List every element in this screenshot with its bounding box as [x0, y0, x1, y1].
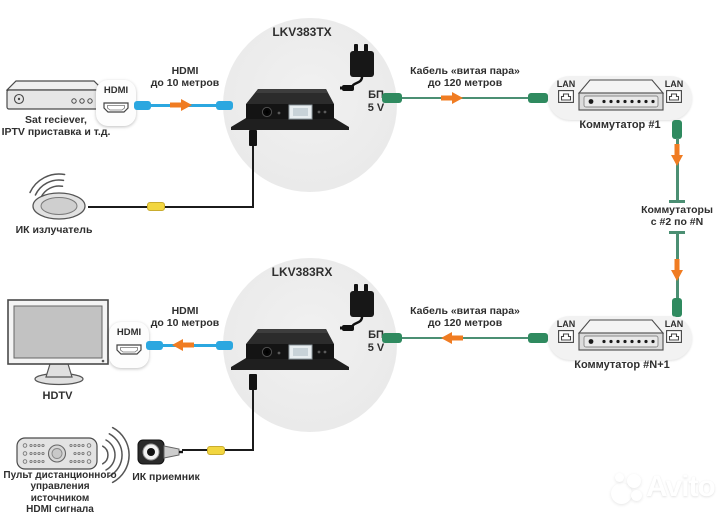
source-label: Sat reciever, IPTV приставка и т.д.: [0, 114, 112, 139]
hdmi-cable-bottom-line1: HDMI: [171, 305, 199, 317]
utp-cable-top-line1: Кабель «витая пара»: [410, 65, 520, 77]
hdmi-cable-bottom-line2: до 10 метров: [150, 316, 220, 329]
flow-arrow-right-icon: [170, 99, 192, 111]
switch-first-caption: Коммутатор #1: [579, 119, 661, 131]
ir-plug-top: [147, 202, 165, 211]
power-adapter-top-icon: [340, 44, 374, 91]
ir-jack-bottom: [249, 374, 257, 390]
utp-cable-top-label: Кабель «витая пара» до 120 метров: [385, 65, 545, 90]
lan-port-top-right: LAN: [659, 79, 689, 103]
avito-logo-circle: [615, 473, 624, 482]
utp-plug-left-bottom: [382, 333, 402, 343]
rj45-connector-icon: [558, 90, 574, 103]
utp-cable-chain-1: [676, 138, 679, 202]
ir-jack-top: [249, 130, 257, 146]
avito-logo-circle: [611, 483, 632, 504]
lan-label: LAN: [664, 319, 684, 329]
hdmi-port-top: HDMI: [96, 80, 136, 126]
power-adapter-bottom-icon: [340, 284, 374, 331]
hdmi-port-bottom: HDMI: [109, 322, 149, 368]
rj45-connector-icon: [666, 90, 682, 103]
hdmi-cable-top-label: HDMI до 10 метров: [135, 65, 235, 90]
rj45-connector-icon: [558, 330, 574, 343]
rx-title: LKV383RX: [271, 265, 333, 279]
lan-port-top-left: LAN: [551, 79, 581, 103]
hdmi-cable-top-line1: HDMI: [171, 65, 199, 77]
ir-receiver-icon: [137, 439, 183, 465]
lan-port-bottom-left: LAN: [551, 319, 581, 343]
monitor-icon: [7, 299, 109, 386]
avito-logo-circle: [627, 474, 641, 488]
remote-control-icon: [16, 437, 98, 470]
utp-plug-down-1: [672, 120, 682, 139]
flow-arrow-down-icon: [671, 259, 683, 281]
hdmi-plug-right-top: [216, 100, 233, 110]
ir-receiver-label: ИК приемник: [132, 471, 200, 483]
psu-bottom-line1: БП: [368, 329, 384, 341]
rj45-connector-icon: [666, 330, 682, 343]
ir-waves-icon: [101, 426, 130, 484]
hdmi-cable-top-line2: до 10 метров: [150, 76, 220, 89]
switch-chain-line2: с #2 по #N: [650, 215, 704, 228]
utp-cable-bottom-line2: до 120 метров: [427, 316, 503, 329]
utp-cable-bottom: [396, 336, 536, 339]
avito-watermark: Avito: [606, 466, 720, 512]
utp-cable-bottom-line1: Кабель «витая пара»: [410, 305, 520, 317]
switch-chain-line1: Коммутаторы: [641, 204, 713, 216]
utp-plug-right-bottom: [528, 333, 548, 343]
utp-plug-down-2: [672, 298, 682, 317]
source-label-line1: Sat reciever,: [25, 114, 87, 126]
lan-label: LAN: [664, 79, 684, 89]
hdmi-plug-left-bottom: [146, 340, 163, 350]
source-label-line2: IPTV приставка и т.д.: [1, 125, 111, 138]
cable-break-bar: [669, 200, 685, 203]
psu-bottom-label: БП 5 V: [356, 329, 396, 354]
avito-watermark-text: Avito: [646, 470, 716, 503]
hdmi-connector-icon: [103, 102, 129, 113]
hdmi-port-bottom-label: HDMI: [116, 327, 142, 338]
psu-top-line2: 5 V: [367, 101, 385, 114]
network-switch-last-icon: [578, 319, 664, 351]
utp-cable-top: [396, 96, 536, 99]
lan-label: LAN: [556, 319, 576, 329]
psu-top-line1: БП: [368, 89, 384, 101]
switch-chain-label: Коммутаторы с #2 по #N: [627, 204, 720, 229]
remote-label-line1: Пульт дистанционного: [3, 470, 117, 481]
network-switch-first-icon: [578, 79, 664, 111]
flow-arrow-right-icon: [441, 92, 463, 104]
utp-plug-left-top: [382, 93, 402, 103]
hdmi-plug-right-bottom: [216, 340, 233, 350]
cable-break-bar: [669, 231, 685, 234]
flow-arrow-left-icon: [441, 332, 463, 344]
remote-label-line2: управления источником: [30, 481, 90, 504]
lan-label: LAN: [556, 79, 576, 89]
remote-label-line3: HDMI сигнала: [26, 504, 94, 514]
hdmi-port-top-label: HDMI: [103, 85, 129, 96]
hdmi-cable-bottom-label: HDMI до 10 метров: [135, 305, 235, 330]
tx-title: LKV383TX: [272, 25, 332, 39]
psu-bottom-line2: 5 V: [367, 341, 385, 354]
psu-top-label: БП 5 V: [356, 89, 396, 114]
utp-plug-right-top: [528, 93, 548, 103]
utp-cable-top-line2: до 120 метров: [427, 76, 503, 89]
flow-arrow-left-icon: [172, 339, 194, 351]
utp-cable-bottom-label: Кабель «витая пара» до 120 метров: [385, 305, 545, 330]
remote-label: Пульт дистанционного управления источник…: [0, 470, 120, 514]
ir-plug-bottom: [207, 445, 225, 455]
extender-tx-icon: [231, 89, 349, 130]
switch-last-caption: Коммутатор #N+1: [574, 359, 670, 371]
hdmi-plug-left-top: [134, 100, 151, 110]
lan-port-bottom-right: LAN: [659, 319, 689, 343]
tv-label: HDTV: [42, 390, 73, 402]
ir-receiver-cable-v: [251, 390, 254, 451]
sat-receiver-icon: [6, 80, 104, 110]
avito-logo-circle: [631, 490, 642, 501]
ir-emitter-cable-h: [88, 205, 254, 208]
extender-rx-icon: [231, 329, 349, 370]
ir-emitter-cable-v: [251, 145, 254, 207]
ir-emitter-label: ИК излучатель: [15, 224, 93, 236]
hdmi-connector-icon: [116, 344, 142, 355]
flow-arrow-down-icon: [671, 144, 683, 166]
ir-emitter-icon: [29, 173, 86, 220]
